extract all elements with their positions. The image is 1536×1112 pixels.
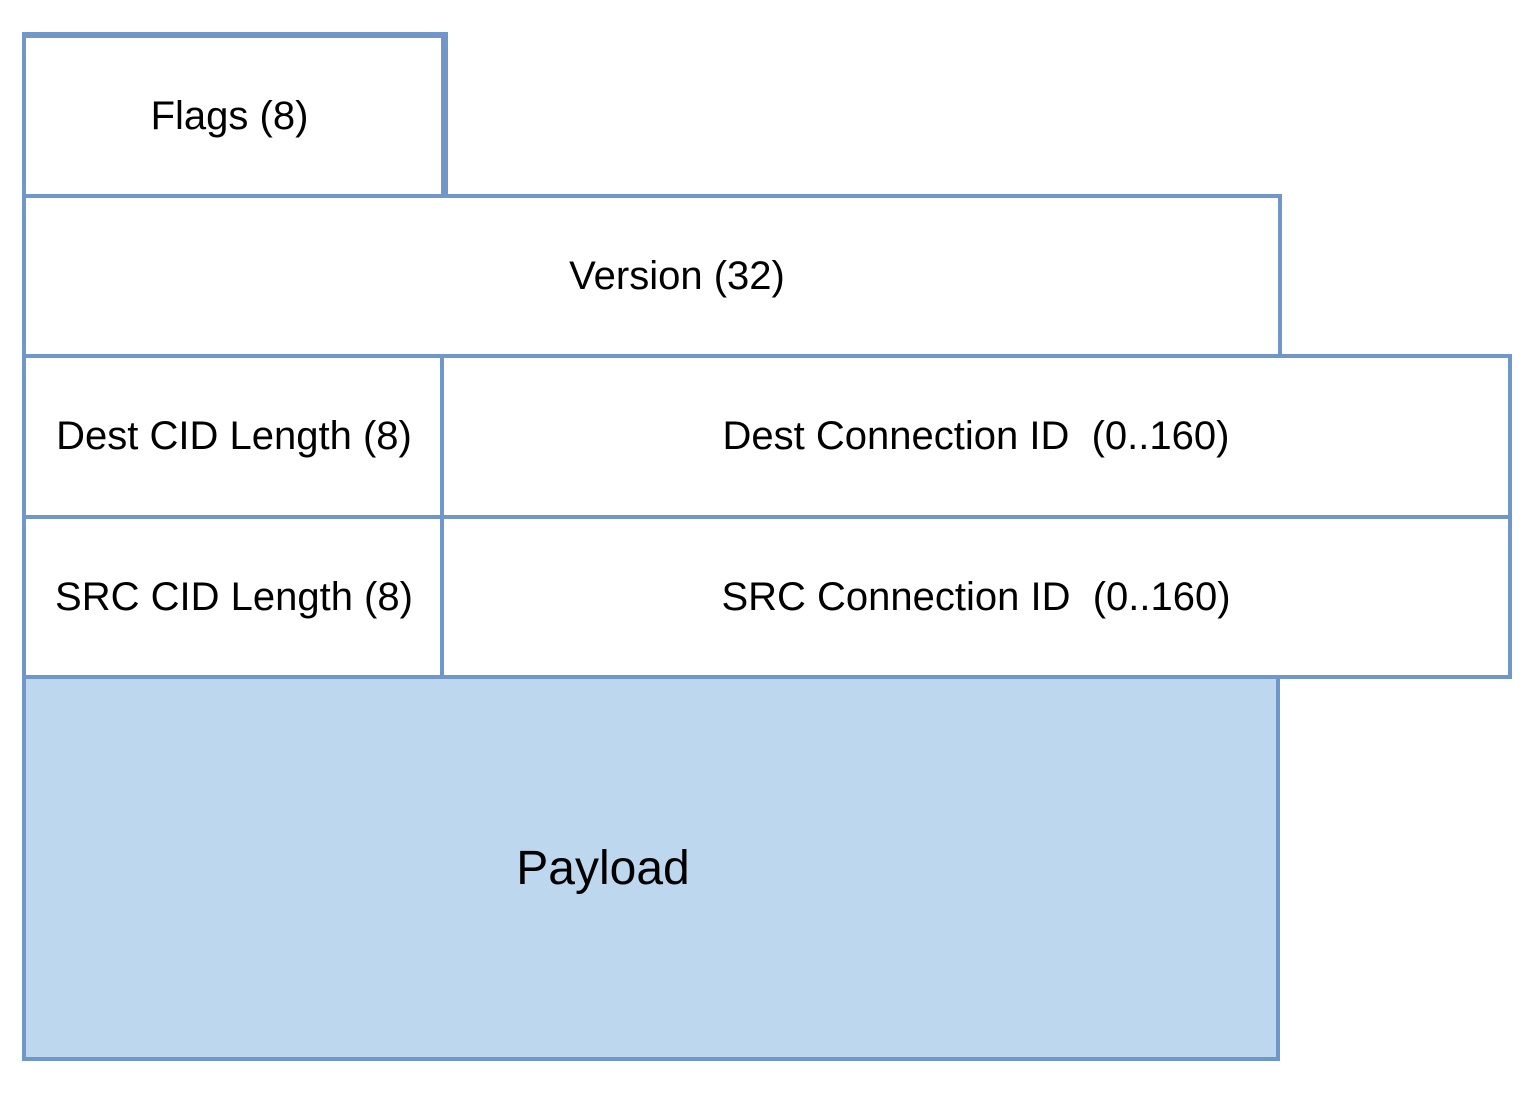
dest-connection-id-field: Dest Connection ID (0..160) [440,354,1512,519]
payload-field: Payload [22,675,1280,1061]
src-cid-length-field: SRC CID Length (8) [22,515,446,679]
src-cid-length-label: SRC CID Length (8) [55,574,413,619]
version-label: Version (32) [569,253,785,298]
flags-field: Flags (8) [22,32,448,198]
dest-connection-id-label: Dest Connection ID (0..160) [722,414,1230,458]
src-connection-id-field: SRC Connection ID (0..160) [440,515,1512,679]
version-field: Version (32) [22,194,1282,358]
flags-label: Flags (8) [150,93,309,138]
dest-cid-length-label: Dest CID Length (8) [56,414,412,458]
src-connection-id-label: SRC Connection ID (0..160) [721,574,1231,619]
dest-cid-length-field: Dest CID Length (8) [22,354,446,519]
payload-label: Payload [516,841,690,895]
